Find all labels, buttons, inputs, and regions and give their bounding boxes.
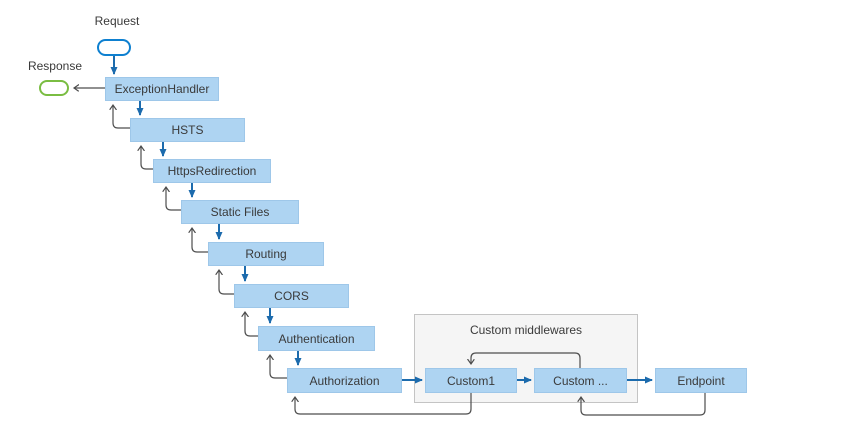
return-arrow [270, 355, 287, 379]
node-routing: Routing [208, 242, 324, 266]
node-authentication: Authentication [258, 326, 375, 351]
node-custom1: Custom1 [425, 368, 517, 393]
response-pill-icon [39, 80, 69, 96]
return-arrow [113, 105, 130, 129]
return-arrow [166, 187, 181, 211]
return-arrow [245, 312, 258, 337]
response-label: Response [27, 59, 83, 73]
node-authorization: Authorization [287, 368, 402, 393]
return-arrow [219, 270, 234, 295]
return-arrow [192, 228, 208, 253]
request-label: Request [94, 14, 140, 28]
custom-middlewares-label: Custom middlewares [469, 323, 583, 337]
node-hsts: HSTS [130, 118, 245, 142]
node-static-files: Static Files [181, 200, 299, 224]
return-arrow [141, 146, 153, 170]
node-custom-more: Custom ... [534, 368, 627, 393]
node-exception-handler: ExceptionHandler [105, 77, 219, 101]
node-cors: CORS [234, 284, 349, 308]
node-endpoint: Endpoint [655, 368, 747, 393]
request-pill-icon [97, 39, 131, 56]
node-https-redirection: HttpsRedirection [153, 159, 271, 183]
